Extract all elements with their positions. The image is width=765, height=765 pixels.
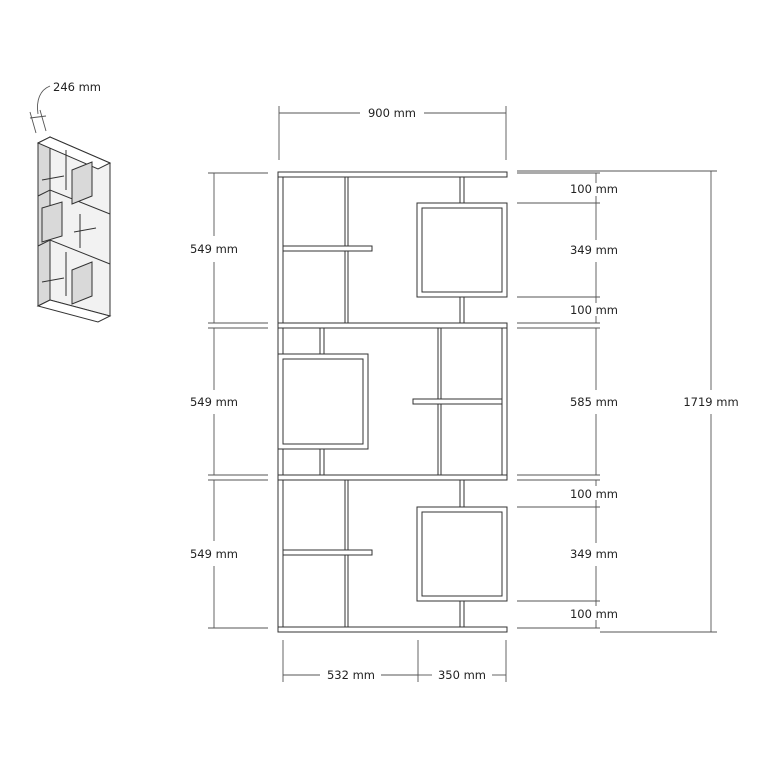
bottom-gap-upper-label: 100 mm [570, 487, 618, 501]
depth-dim-tick-left [29, 111, 37, 134]
top-shelf [277, 171, 508, 178]
iso-shelf-1 [37, 189, 111, 215]
iso-small-shelf-1 [41, 175, 65, 181]
middle-box-inner [282, 358, 364, 445]
iso-small-shelf-3 [41, 277, 65, 283]
middle-small-shelf [412, 398, 503, 405]
depth-leader [37, 85, 51, 115]
top-gap-upper-label: 100 mm [570, 182, 618, 196]
bottom-left-width-label: 532 mm [327, 668, 375, 682]
bottom-box-height-label: 349 mm [570, 547, 618, 561]
front-elevation [277, 171, 508, 633]
bottom-shelf [277, 626, 508, 633]
bottom-gap-lower-label: 100 mm [570, 607, 618, 621]
bottom-box-post-upper [459, 479, 465, 508]
iso-top-panel [36, 136, 112, 170]
top-box-post-lower [459, 296, 465, 324]
section-height-bottom-label: 549 mm [190, 547, 238, 561]
depth-dim-line [29, 115, 47, 119]
iso-box-2 [41, 201, 63, 243]
top-box-height-label: 349 mm [570, 243, 618, 257]
depth-dim-tick-right [39, 109, 47, 132]
middle-box-post-lower [319, 448, 325, 476]
bottom-small-shelf [282, 549, 373, 556]
section-height-middle-label: 549 mm [190, 395, 238, 409]
iso-bottom-panel [36, 299, 112, 323]
bottom-box-post-lower [459, 600, 465, 628]
section-height-top-label: 549 mm [190, 242, 238, 256]
top-gap-lower-label: 100 mm [570, 303, 618, 317]
top-small-shelf [282, 245, 373, 252]
width-total-label: 900 mm [368, 106, 416, 120]
middle-height-label: 585 mm [570, 395, 618, 409]
dimensions: 900 mm 549 mm 549 mm 549 mm 100 m [190, 106, 739, 682]
top-box-post-upper [459, 176, 465, 204]
isometric-view: 246 mm [29, 80, 112, 323]
bottom-right-width-label: 350 mm [438, 668, 486, 682]
shelf-lower [277, 474, 508, 481]
iso-box-1 [71, 161, 93, 205]
shelf-upper [277, 322, 508, 329]
bottom-box-inner [421, 511, 503, 597]
total-height-label: 1719 mm [683, 395, 738, 409]
iso-box-3 [71, 261, 93, 305]
right-side-panel-middle [501, 327, 508, 476]
depth-label: 246 mm [53, 80, 101, 94]
middle-box-post-upper [319, 327, 325, 355]
top-box-inner [421, 207, 503, 293]
iso-small-shelf-2 [73, 227, 97, 233]
